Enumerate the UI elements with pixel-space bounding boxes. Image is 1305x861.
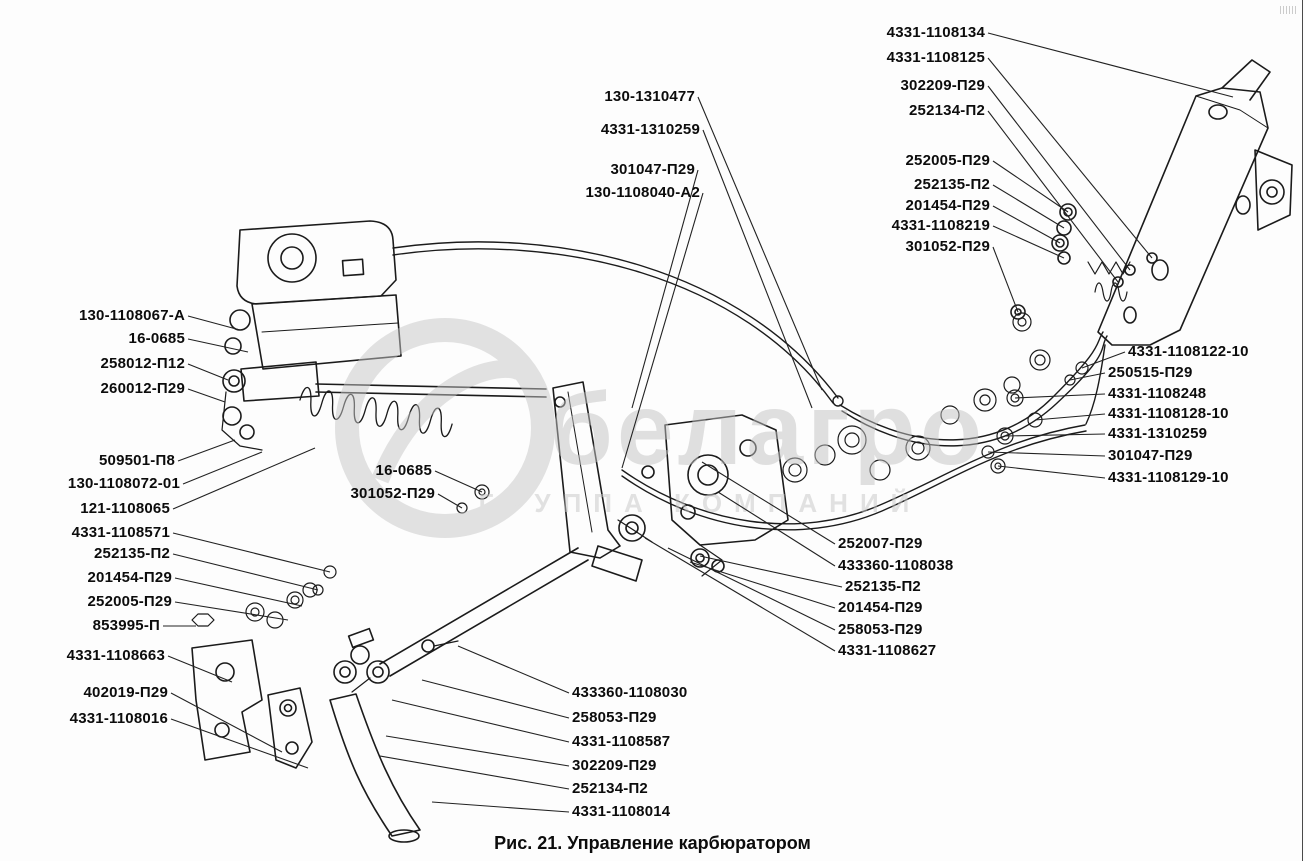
leader-line <box>992 160 1069 213</box>
leader-line <box>172 447 316 510</box>
leader-line <box>702 129 813 409</box>
lever-bracket <box>617 414 789 577</box>
leader-line <box>1014 393 1106 399</box>
leader-line <box>717 491 836 567</box>
leader-line <box>187 388 226 403</box>
leader-line <box>174 601 289 621</box>
leader-line <box>391 699 570 743</box>
leader-line <box>172 532 331 573</box>
leader-line <box>987 110 1119 283</box>
leader-line <box>987 85 1131 271</box>
leader-line <box>1004 433 1106 437</box>
leader-line <box>187 338 249 353</box>
leader-line <box>689 561 836 609</box>
leader-line <box>667 547 836 631</box>
choke-cable <box>392 241 844 407</box>
mounting-bracket <box>1010 59 1293 346</box>
leader-line <box>421 679 570 719</box>
leader-line <box>170 718 309 769</box>
leader-line <box>177 439 236 462</box>
actuating-rod <box>351 547 589 693</box>
leader-line <box>992 205 1061 244</box>
leader-line <box>457 645 570 694</box>
leader-line <box>437 493 463 509</box>
corner-artifact <box>1280 6 1298 14</box>
leader-line <box>174 577 303 607</box>
page-edge-line <box>1302 0 1303 861</box>
leader-line <box>379 755 570 790</box>
leader-line <box>699 555 843 588</box>
leader-line <box>631 169 699 409</box>
leader-line <box>987 57 1153 259</box>
leader-line <box>172 553 319 591</box>
leader-line <box>992 225 1065 259</box>
leader-line <box>644 537 836 652</box>
leader-line <box>187 363 229 381</box>
leader-line <box>992 184 1065 229</box>
leader-line <box>170 692 283 753</box>
leader-line <box>1069 372 1106 381</box>
leader-line <box>701 461 836 545</box>
pedal-assembly <box>191 627 459 843</box>
leader-line <box>187 315 241 331</box>
figure-caption: Рис. 21. Управление карбюратором <box>494 833 811 853</box>
leader-line <box>987 32 1234 98</box>
leader-line <box>997 465 1106 479</box>
leader-line <box>987 451 1106 457</box>
leader-line <box>385 735 570 767</box>
leader-line <box>621 192 704 469</box>
cable-fasteners <box>782 312 1089 483</box>
leader-line <box>431 801 570 813</box>
leader-line <box>167 655 233 683</box>
leader-line <box>1081 351 1126 369</box>
leader-line <box>992 246 1019 313</box>
leader-line <box>434 470 483 493</box>
leader-line <box>1034 413 1106 421</box>
leader-line <box>182 451 263 485</box>
leader-line <box>697 96 823 391</box>
